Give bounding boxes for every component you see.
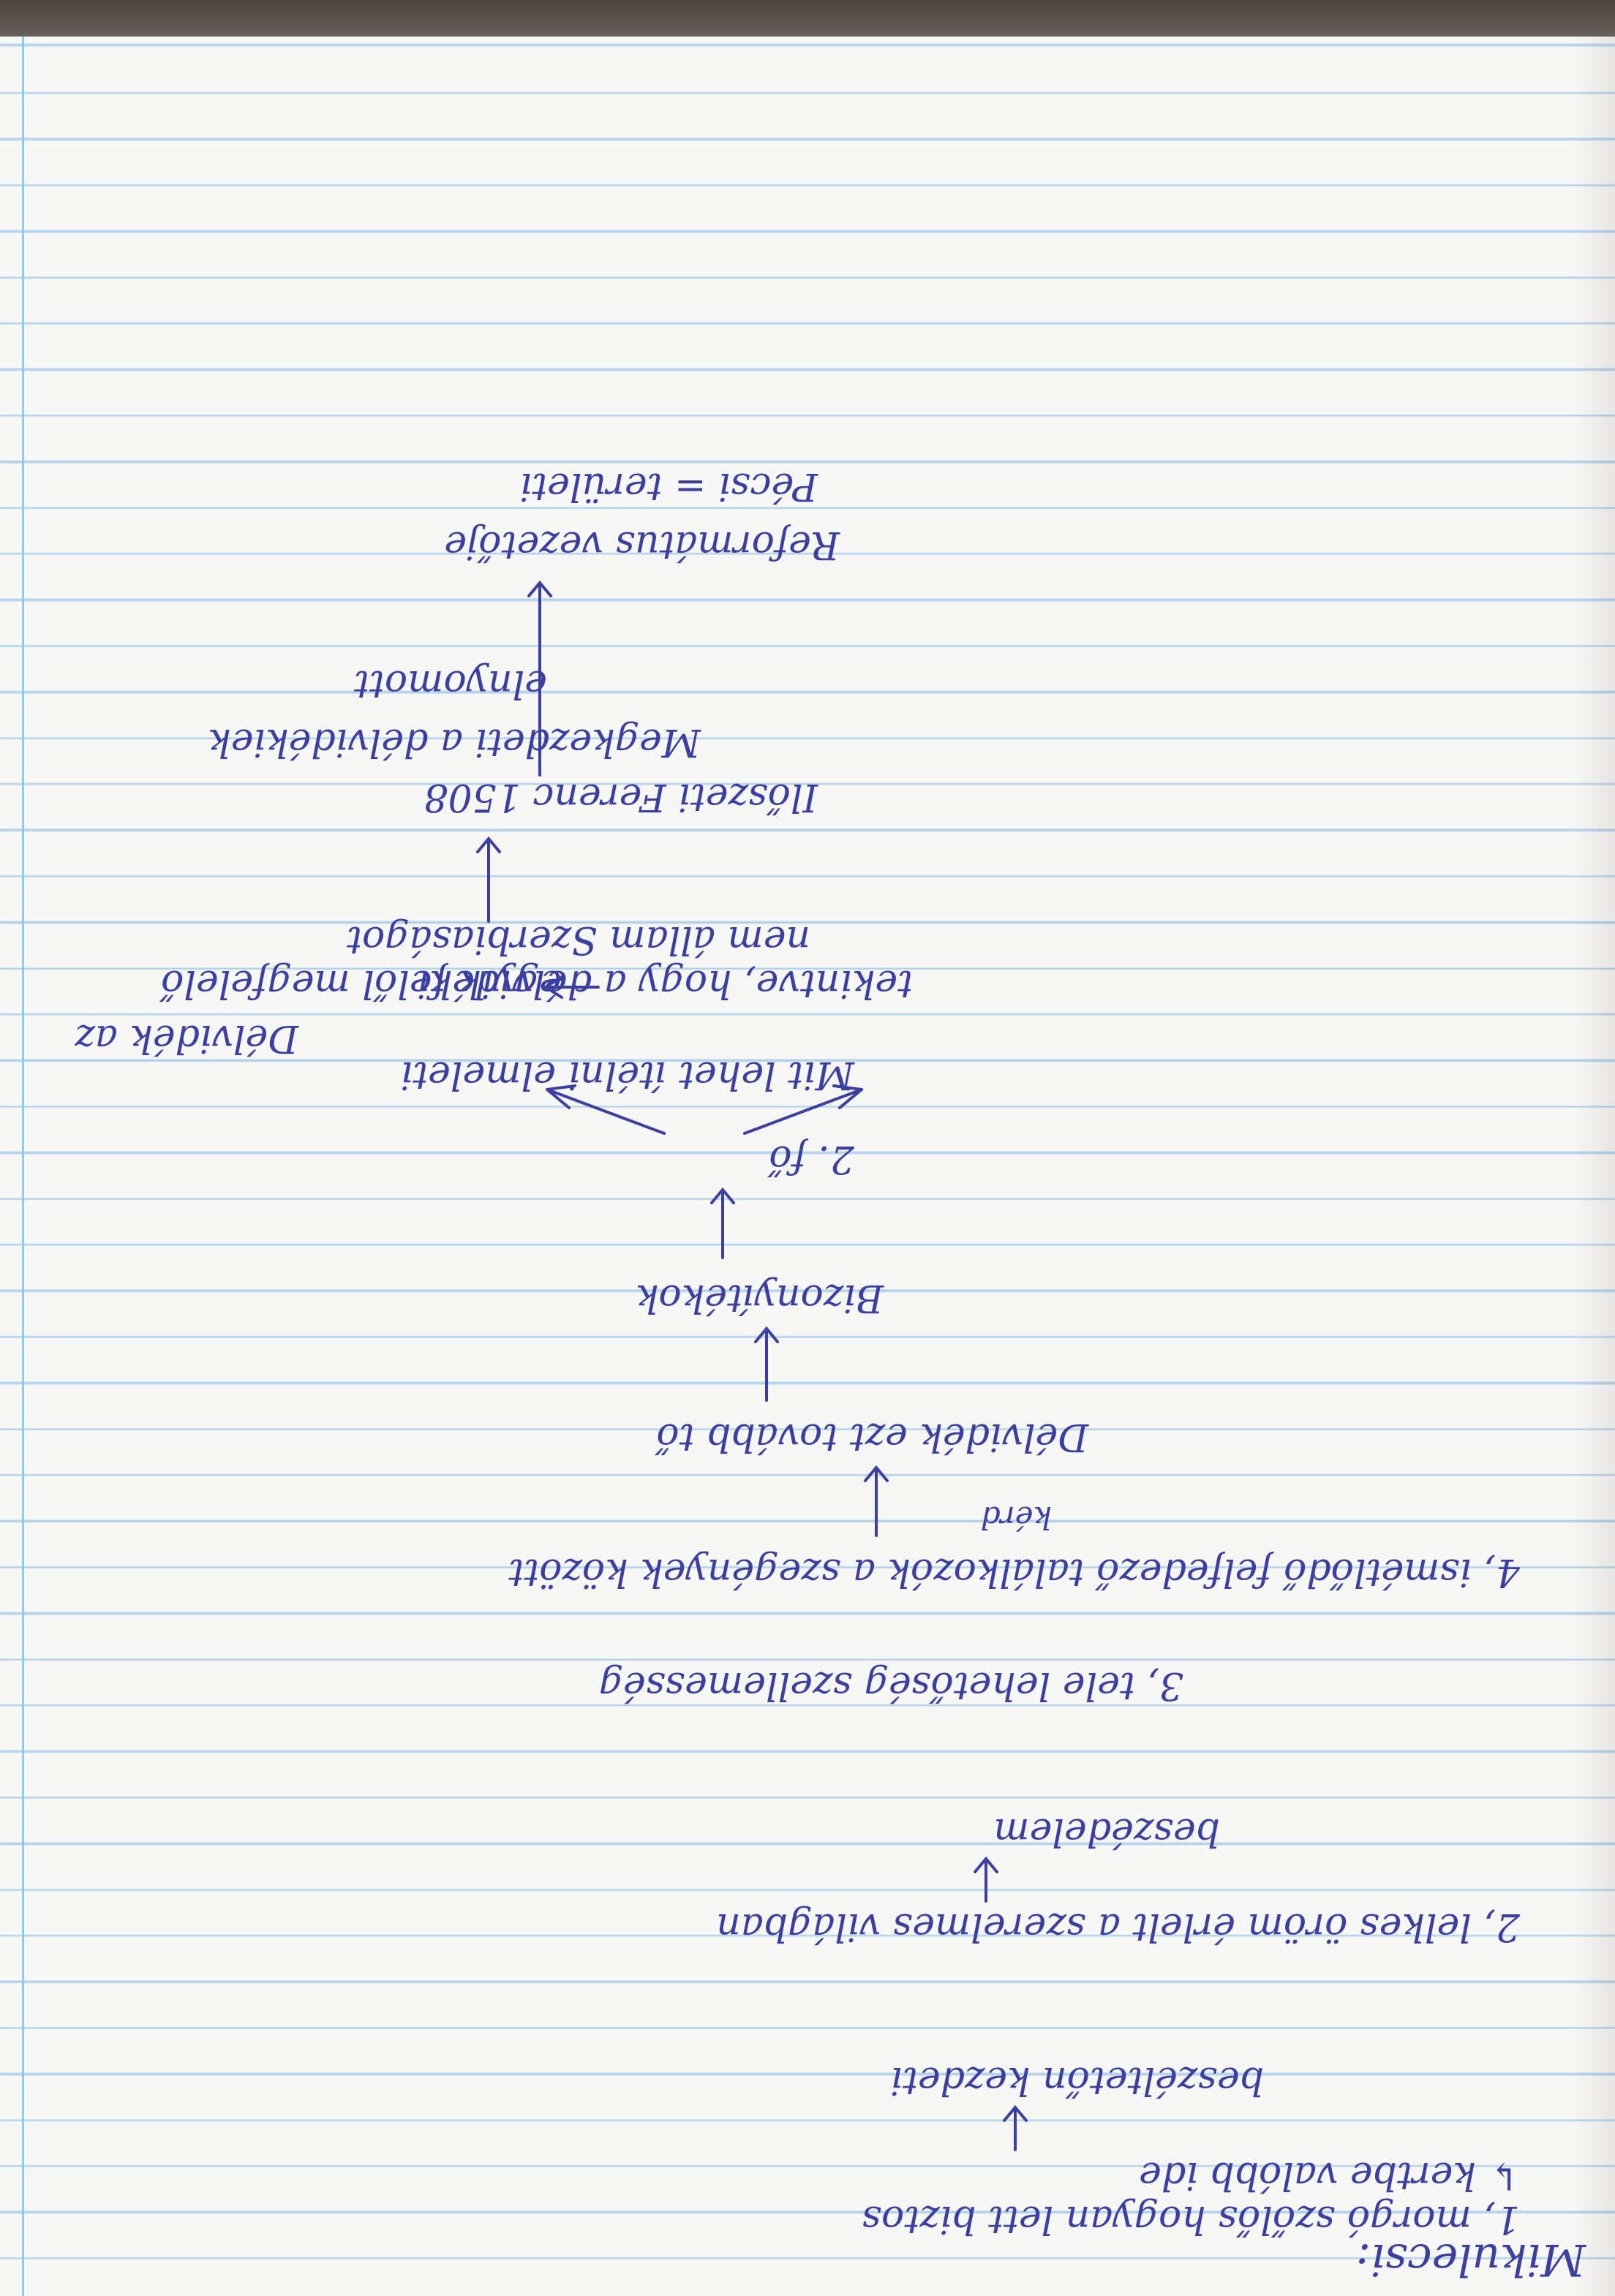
arrow-branch-left xyxy=(743,1084,863,1135)
arrow-down-3 xyxy=(864,1465,889,1537)
flow-arrows xyxy=(476,580,1028,2151)
scan-background xyxy=(0,0,1615,42)
page-edge-shadow xyxy=(1573,37,1615,2296)
notebook-page: Mikulecsi: 1, morgó szőlős hogyan lett b… xyxy=(0,37,1615,2296)
arrow-branch-right xyxy=(546,1084,666,1135)
arrow-down-5 xyxy=(710,1187,735,1259)
arrow-down-7 xyxy=(527,580,552,777)
handwritten-notes: Mikulecsi: 1, morgó szőlős hogyan lett b… xyxy=(0,37,1615,2296)
margin-line xyxy=(22,37,24,2296)
arrow-down-4 xyxy=(754,1326,779,1402)
arrow-right xyxy=(543,975,600,999)
arrow-down-6 xyxy=(476,836,501,923)
arrow-down-1 xyxy=(1003,2104,1028,2151)
arrow-down-2 xyxy=(974,1856,998,1903)
